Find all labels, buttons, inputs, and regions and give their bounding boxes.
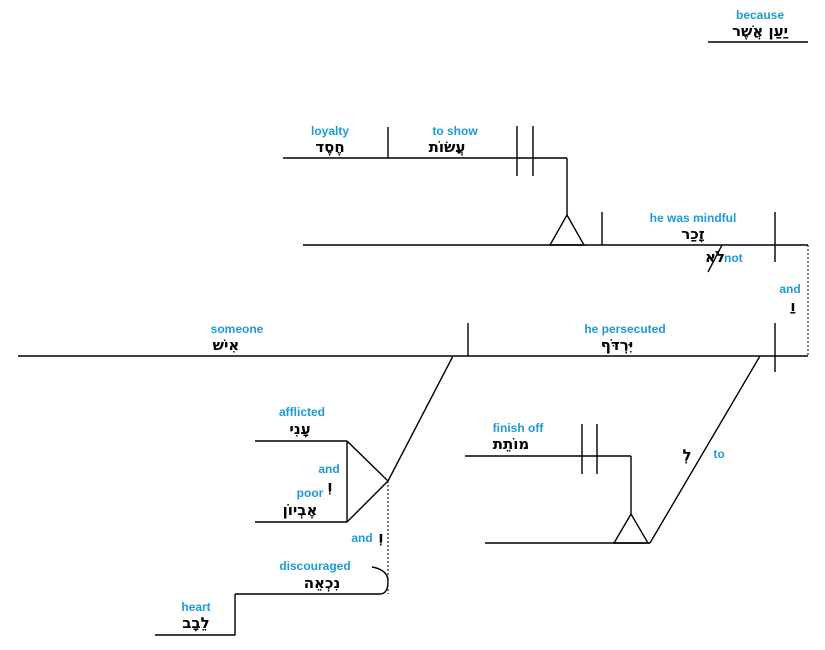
- infinitive2-prep-hebrew: לְ: [682, 446, 691, 464]
- negation-gloss: not: [724, 251, 743, 265]
- infinitive2-hebrew: מוֹתֵת: [493, 435, 530, 453]
- infinitive-gloss: to show: [432, 124, 478, 138]
- object-hebrew: חֶסֶד: [315, 138, 344, 156]
- predicate2-gloss: he persecuted: [584, 322, 665, 336]
- infinitive2-pedestal: [612, 512, 650, 544]
- connector-gloss: and: [779, 282, 800, 296]
- object1-gloss: afflicted: [279, 405, 325, 419]
- predicate2-hebrew: יִּרְדֹּף: [601, 336, 633, 354]
- object-and2-hebrew: וְ: [378, 528, 383, 546]
- modifier-baseline: [155, 594, 236, 636]
- object-and-hebrew: וְ: [327, 477, 332, 495]
- infinitive2-gloss: finish off: [493, 421, 545, 435]
- conjunction-hebrew: יַעַן אֲשֶׁר: [732, 22, 789, 40]
- subject-gloss: someone: [211, 322, 264, 336]
- subject-hebrew: אִישׁ: [213, 336, 240, 354]
- compound-slant: [387, 355, 454, 482]
- infinitive2-prep-gloss: to: [713, 447, 724, 461]
- conjunction-gloss: because: [736, 8, 784, 22]
- infinitive-hebrew: עֲשׂוֹת: [429, 138, 466, 156]
- object2-gloss: poor: [297, 486, 324, 500]
- compound-fork: [346, 440, 389, 523]
- negation-hebrew: לֹא: [705, 248, 725, 266]
- object-and-gloss: and: [318, 462, 339, 476]
- object3-gloss: discouraged: [279, 559, 350, 573]
- object-gloss: loyalty: [311, 124, 349, 138]
- predicate1-hebrew: זָכַר: [681, 225, 705, 243]
- object-and2-gloss: and: [351, 531, 372, 545]
- infinitive2-slant: [649, 355, 761, 544]
- predicate1-gloss: he was mindful: [650, 211, 737, 225]
- negation-slant: [707, 244, 723, 273]
- modifier-hebrew: לֵבָב: [182, 614, 209, 632]
- modifier-gloss: heart: [181, 600, 210, 614]
- pedestal-triangle: [548, 213, 586, 246]
- connector-hebrew: וַ: [790, 297, 796, 315]
- object3-hebrew: נִכְאֵה: [304, 574, 341, 592]
- object2-hebrew: אֶבְיוֹן: [283, 501, 318, 519]
- object3-hook: [371, 566, 389, 595]
- object1-hebrew: עָנִי: [289, 420, 310, 438]
